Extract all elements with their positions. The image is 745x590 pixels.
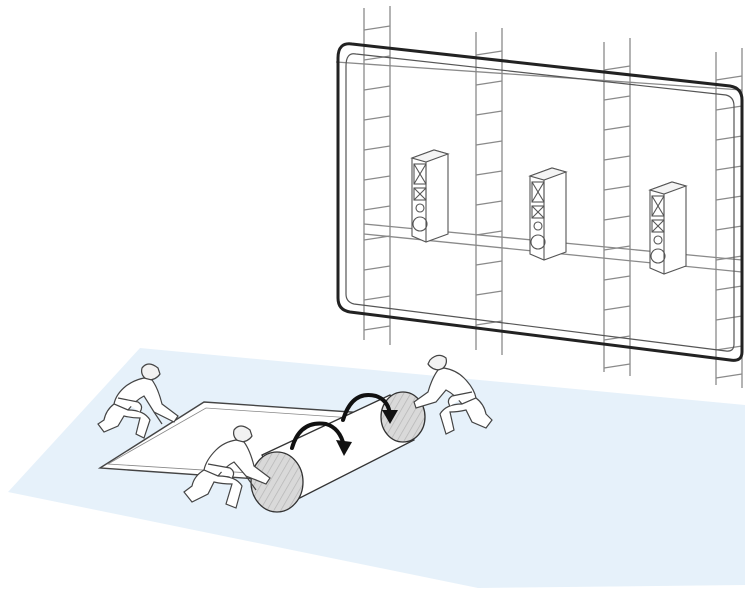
speakers xyxy=(412,150,686,274)
speaker-icon xyxy=(530,168,566,260)
speaker-icon xyxy=(412,150,448,242)
ladder-icon xyxy=(476,28,502,355)
ladder-icon xyxy=(604,38,630,376)
speaker-icon xyxy=(650,182,686,274)
ladder-icon xyxy=(716,48,742,388)
